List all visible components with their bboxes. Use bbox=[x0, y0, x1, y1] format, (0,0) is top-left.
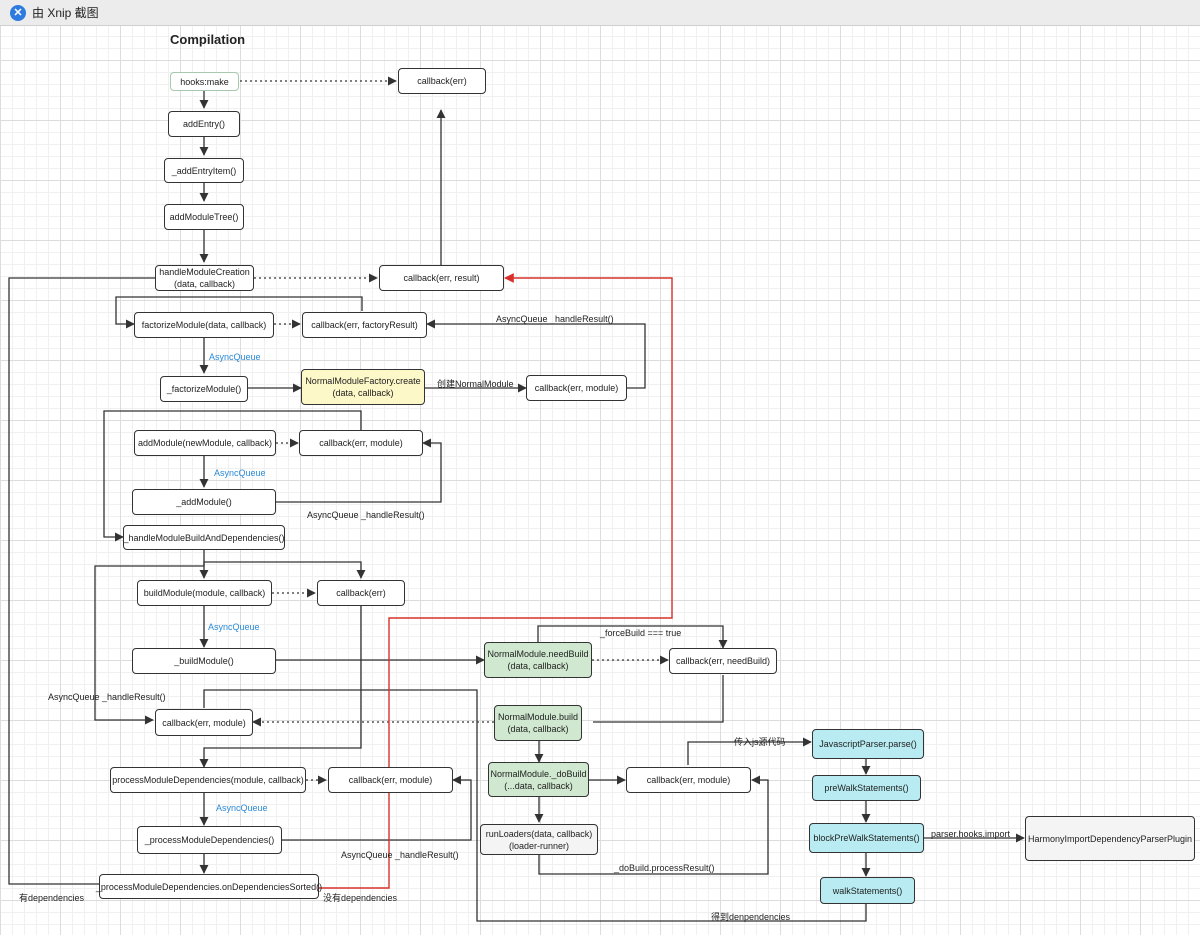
node-callback-err-build: callback(err) bbox=[317, 580, 405, 606]
label-force-build: _forceBuild === true bbox=[600, 628, 682, 638]
node-process-module-dependencies: processModuleDependencies(module, callba… bbox=[110, 767, 306, 793]
node-callback-err-module-2: callback(err, module) bbox=[299, 430, 423, 456]
label-pass-js-source: 传入js源代码 bbox=[734, 737, 786, 747]
label-no-dependencies: 没有dependencies bbox=[323, 893, 398, 903]
node-callback-err-module-3: callback(err, module) bbox=[155, 709, 253, 736]
node-handle-module-build-and-dependencies: _handleModuleBuildAndDependencies() bbox=[123, 525, 285, 550]
node-normal-module-do-build: NormalModule._doBuild (...data, callback… bbox=[488, 762, 589, 797]
node-on-dependencies-sorted: _processModuleDependencies.onDependencie… bbox=[96, 874, 322, 899]
label-async-queue-1: AsyncQueue bbox=[209, 352, 261, 362]
red-edge-no-deps-to-cbresult bbox=[319, 273, 673, 889]
label-async-queue-2: AsyncQueue bbox=[214, 468, 266, 478]
node-callback-err-module-1: callback(err, module) bbox=[526, 375, 627, 401]
window-title: 由 Xnip 截图 bbox=[32, 6, 99, 20]
node-pre-walk-statements: preWalkStatements() bbox=[812, 775, 921, 801]
node-walk-statements: walkStatements() bbox=[820, 877, 915, 904]
label-async-queue-3: AsyncQueue bbox=[208, 622, 260, 632]
node-normal-module-need-build: NormalModule.needBuild (data, callback) bbox=[484, 642, 592, 678]
node-hooks-make: hooks:make bbox=[170, 72, 239, 91]
node-callback-err-need-build: callback(err, needBuild) bbox=[669, 648, 777, 674]
diagram-title: Compilation bbox=[170, 32, 246, 47]
node-normal-module-factory-create: NormalModuleFactory.create (data, callba… bbox=[301, 369, 425, 405]
label-got-dependencies: 得到denpendencies bbox=[711, 912, 791, 922]
node-callback-err-module-4: callback(err, module) bbox=[328, 767, 453, 793]
node-callback-err-result: callback(err, result) bbox=[379, 265, 504, 291]
node-private-factorize-module: _factorizeModule() bbox=[160, 376, 248, 402]
node-normal-module-build: NormalModule.build (data, callback) bbox=[494, 705, 582, 741]
edge-handlecreation-to-left bbox=[8, 277, 155, 885]
edge-cbmodule2-to-addmodule-loop bbox=[103, 410, 362, 542]
node-factorize-module: factorizeModule(data, callback) bbox=[134, 312, 274, 338]
edge-privatedeps-to-cbmodule4 bbox=[282, 775, 472, 841]
label-handle-result-2: AsyncQueue _handleResult() bbox=[307, 510, 425, 520]
edge-cbmodule1-to-cbfactory bbox=[426, 319, 646, 389]
node-build-module: buildModule(module, callback) bbox=[137, 580, 272, 606]
edge-cberr-build-down bbox=[199, 606, 362, 768]
edge-runloaders-processresult bbox=[538, 775, 769, 875]
window-titlebar: ✕ 由 Xnip 截图 bbox=[0, 0, 1200, 26]
node-callback-err-module-5: callback(err, module) bbox=[626, 767, 751, 793]
edge-cbneedbuild-to-build bbox=[593, 675, 724, 723]
xnip-app-icon: ✕ bbox=[10, 4, 26, 21]
node-add-entry-item: _addEntryItem() bbox=[164, 158, 244, 183]
edge-needbuild-force bbox=[537, 625, 728, 649]
node-harmony-import-dependency-parser-plugin: HarmonyImportDependencyParserPlugin bbox=[1025, 816, 1195, 861]
node-callback-err-factory-result: callback(err, factoryResult) bbox=[302, 312, 427, 338]
edge-buildmodule-loop-left bbox=[94, 565, 204, 725]
node-callback-err-top: callback(err) bbox=[398, 68, 486, 94]
node-private-build-module: _buildModule() bbox=[132, 648, 276, 674]
node-private-process-module-dependencies: _processModuleDependencies() bbox=[137, 826, 282, 854]
label-parser-hooks-import: parser.hooks.import bbox=[931, 829, 1011, 839]
node-block-pre-walk-statements: blockPreWalkStatements() bbox=[809, 823, 924, 853]
node-run-loaders: runLoaders(data, callback) (loader-runne… bbox=[480, 824, 598, 855]
edge-cbfactory-to-factorize bbox=[115, 296, 363, 329]
node-add-module-tree: addModuleTree() bbox=[164, 204, 244, 230]
label-handle-result-1: AsyncQueue _handleResult() bbox=[496, 314, 614, 324]
label-handle-result-3: AsyncQueue _handleResult() bbox=[48, 692, 166, 702]
label-handle-result-4: AsyncQueue _handleResult() bbox=[341, 850, 459, 860]
label-async-queue-4: AsyncQueue bbox=[216, 803, 268, 813]
label-create-normal-module: 创建NormalModule bbox=[437, 379, 514, 389]
node-private-add-module: _addModule() bbox=[132, 489, 276, 515]
node-handle-module-creation: handleModuleCreation (data, callback) bbox=[155, 265, 254, 291]
edge-cbmodule3-back-up bbox=[203, 689, 867, 922]
edge-cbbuild-to-processdeps bbox=[203, 561, 366, 579]
node-add-module: addModule(newModule, callback) bbox=[134, 430, 276, 456]
edge-cbmodule5-to-parser bbox=[687, 737, 812, 765]
node-javascript-parser-parse: JavascriptParser.parse() bbox=[812, 729, 924, 759]
edge-privateadd-to-cbmodule2 bbox=[276, 438, 442, 503]
label-do-build-process-result: _doBuild.processResult() bbox=[614, 863, 715, 873]
node-add-entry: addEntry() bbox=[168, 111, 240, 137]
label-has-dependencies: 有dependencies bbox=[19, 893, 85, 903]
